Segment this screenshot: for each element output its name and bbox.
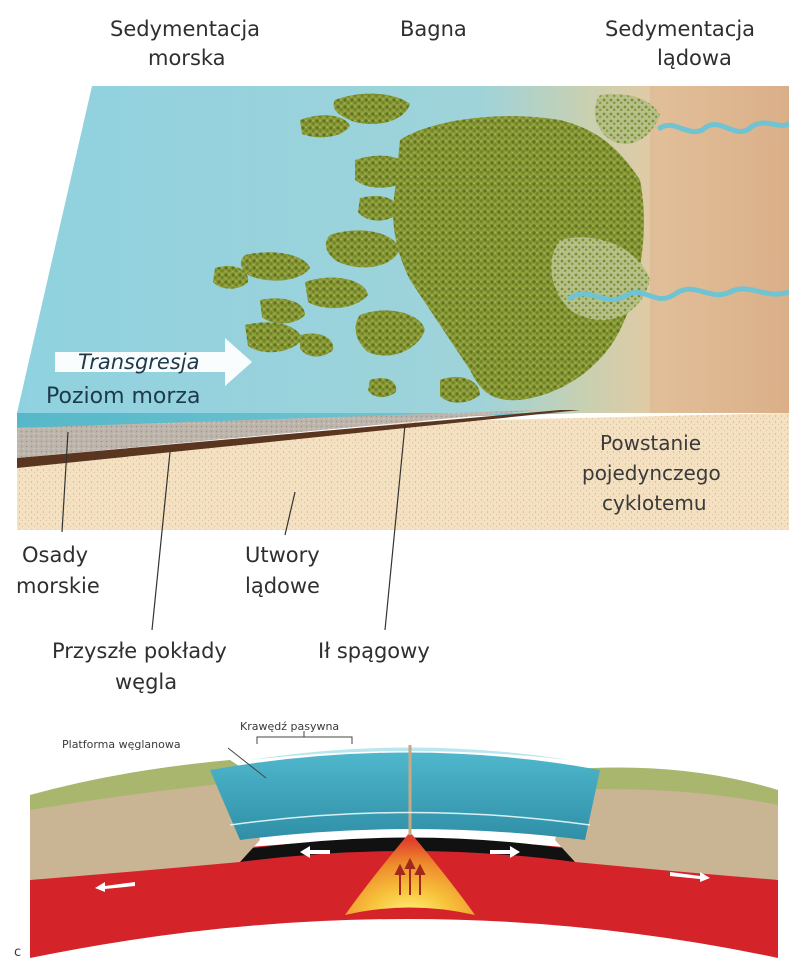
coal-seams-line1: Przyszłe pokłady — [52, 639, 227, 663]
underclay-label: Ił spągowy — [318, 639, 430, 663]
passive-margin-diagram: Krawędź pasywna Platforma węglanowa c — [14, 720, 778, 960]
marine-sediments-line1: Osady — [22, 543, 88, 567]
panel-letter: c — [14, 945, 21, 960]
land-formations-line1: Utwory — [245, 543, 320, 567]
carbonate-platform-label: Platforma węglanowa — [62, 738, 181, 751]
marine-sediments-line2: morskie — [16, 574, 100, 598]
land-surface — [650, 86, 789, 413]
upwelling-arrows — [396, 860, 424, 895]
coal-seams-line2: węgla — [115, 670, 177, 694]
ocean-basin — [210, 753, 600, 841]
transgression-label: Transgresja — [78, 350, 199, 374]
land-formations-line2: lądowe — [245, 574, 320, 598]
header-marine-line1: Sedymentacja — [110, 17, 260, 41]
header-land-line2: lądowa — [657, 46, 732, 70]
cyclothem-block: Transgresja Poziom morza Powstanie pojed… — [16, 17, 789, 694]
passive-margin-label: Krawędź pasywna — [240, 720, 339, 733]
svg-text:cyklotemu: cyklotemu — [602, 491, 707, 515]
sea-level-label: Poziom morza — [46, 384, 200, 409]
header-land-line1: Sedymentacja — [605, 17, 755, 41]
header-marine-line2: morska — [148, 46, 226, 70]
cyclothem-label: Powstanie pojedynczego cyklotemu — [582, 431, 721, 515]
header-swamp: Bagna — [400, 17, 467, 41]
svg-text:pojedynczego: pojedynczego — [582, 461, 721, 485]
svg-text:Powstanie: Powstanie — [600, 431, 701, 455]
